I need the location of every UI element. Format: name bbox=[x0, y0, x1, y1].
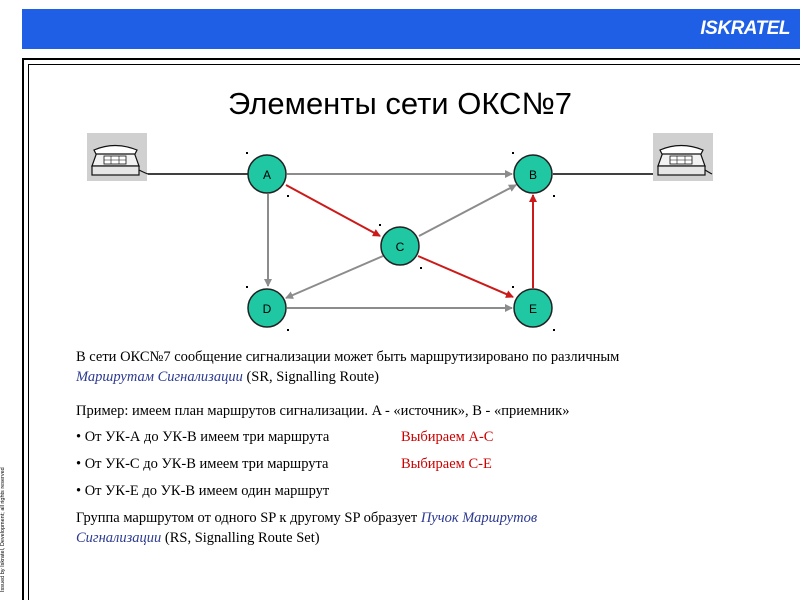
term-route-set-1: Пучок Маршрутов bbox=[420, 510, 538, 526]
slide-frame-outer bbox=[22, 58, 800, 600]
route-set-line-2: Сигнализации (RS, Signalling Route Set) bbox=[76, 528, 537, 548]
route-c-b bbox=[418, 184, 517, 237]
term-signalling-route-abbr: (SR, Signalling Route) bbox=[242, 369, 379, 385]
bullet-a-to-b-choice: Выбираем А-С bbox=[401, 429, 494, 445]
paragraph-route-set: Группа маршрутом от одного SP к другому … bbox=[76, 508, 537, 548]
example-paragraph: Пример: имеем план маршрутов сигнализаци… bbox=[76, 403, 570, 419]
svg-text:C: C bbox=[396, 240, 405, 254]
svg-text:D: D bbox=[263, 302, 272, 316]
bullet-a-to-b: • От УК-А до УК-В имеем три маршрута Выб… bbox=[76, 427, 493, 447]
route-set-line-1: Группа маршрутом от одного SP к другому … bbox=[76, 508, 537, 528]
bullet-a-to-b-text: • От УК-А до УК-В имеем три маршрута bbox=[76, 429, 330, 445]
route-set-text: Группа маршрутом от одного SP к другому … bbox=[76, 510, 421, 526]
node-b: B bbox=[513, 154, 553, 194]
term-signalling-route: Маршрутам Сигнализации bbox=[76, 369, 243, 385]
svg-text:A: A bbox=[263, 168, 271, 182]
slide-frame-inner bbox=[28, 64, 800, 600]
selection-dots bbox=[246, 152, 555, 331]
term-route-set-2: Сигнализации bbox=[76, 530, 162, 546]
node-a: A bbox=[247, 154, 287, 194]
route-c-e bbox=[417, 255, 514, 298]
telephone-icon-right bbox=[653, 133, 713, 181]
iskratel-logo: ISKRATEL bbox=[700, 18, 790, 39]
node-d: D bbox=[247, 288, 287, 328]
term-route-set-abbr: (RS, Signalling Route Set) bbox=[161, 530, 320, 546]
paragraph-signalling-route: В сети ОКС№7 сообщение сигнализации може… bbox=[76, 347, 619, 387]
bullet-c-to-b: • От УК-С до УК-В имеем три маршрута Выб… bbox=[76, 454, 492, 474]
telephone-icon-left bbox=[87, 133, 149, 181]
route-c-d bbox=[285, 255, 384, 299]
header-bar: ISKRATEL bbox=[22, 9, 800, 49]
svg-text:B: B bbox=[529, 168, 537, 182]
bullet-c-to-b-text: • От УК-С до УК-В имеем три маршрута bbox=[76, 456, 329, 472]
node-c: C bbox=[380, 226, 420, 266]
bullet-e-to-b: • От УК-Е до УК-В имеем один маршрут bbox=[76, 483, 330, 499]
route-a-c bbox=[285, 184, 381, 237]
node-e: E bbox=[513, 288, 553, 328]
slide-title: Элементы сети ОКС№7 bbox=[228, 86, 572, 121]
bullet-c-to-b-choice: Выбираем С-Е bbox=[401, 456, 492, 472]
paragraph-line-1: В сети ОКС№7 сообщение сигнализации може… bbox=[76, 349, 620, 365]
paragraph-line-2: Маршрутам Сигнализации (SR, Signalling R… bbox=[76, 367, 619, 387]
svg-text:E: E bbox=[529, 302, 537, 316]
